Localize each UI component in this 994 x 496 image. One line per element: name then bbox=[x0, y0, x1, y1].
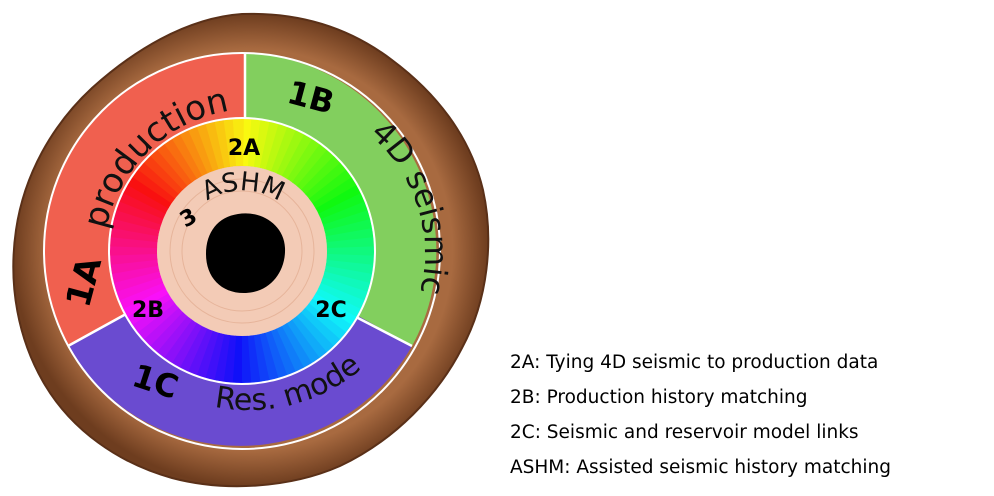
label-2a: 2A bbox=[228, 136, 260, 161]
separator-1b-1c bbox=[355, 315, 413, 348]
outer-ring-border bbox=[43, 52, 441, 450]
legend-item-2b: 2B: Production history matching bbox=[510, 387, 808, 408]
legend-item-2c: 2C: Seismic and reservoir model links bbox=[510, 422, 859, 443]
inner-ring-line bbox=[169, 178, 315, 324]
label-2c: 2C bbox=[315, 298, 346, 323]
legend: 2A: Tying 4D seismic to production data … bbox=[510, 345, 990, 485]
label-2b: 2B bbox=[132, 298, 164, 323]
legend-item-ashm: ASHM: Assisted seismic history matching bbox=[510, 457, 891, 478]
inner-ring-line bbox=[181, 190, 303, 312]
legend-item-2a: 2A: Tying 4D seismic to production data bbox=[510, 352, 879, 373]
core bbox=[206, 213, 286, 294]
separator-1c-1a bbox=[67, 312, 127, 348]
middle-ring-border bbox=[108, 117, 376, 385]
